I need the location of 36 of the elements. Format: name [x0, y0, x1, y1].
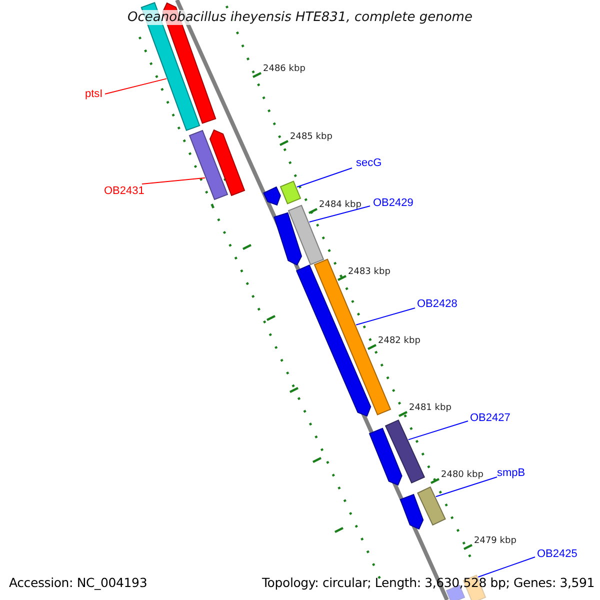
- gene-label: OB2428: [417, 298, 458, 311]
- gene-label: OB2425: [537, 548, 578, 561]
- gene-segment: [400, 494, 424, 530]
- gene-segment: [296, 264, 372, 417]
- gene-label: OB2429: [373, 197, 414, 210]
- gene-segment: [274, 212, 302, 266]
- leader-line: [296, 168, 352, 188]
- scale-label: 2486 kbp: [263, 64, 306, 75]
- scale-label: 2485 kbp: [290, 132, 332, 143]
- leader-line: [435, 476, 498, 498]
- gene-label: secG: [356, 157, 382, 170]
- leader-line: [142, 177, 206, 184]
- scale-label: 2483 kbp: [348, 267, 390, 278]
- leader-line: [356, 308, 416, 326]
- gene-segment: [384, 419, 426, 484]
- gene-segment: [417, 486, 446, 526]
- scale-label: 2484 kbp: [319, 200, 362, 211]
- gene-segment: [368, 428, 402, 486]
- scale-label: 2479 kbp: [474, 536, 516, 547]
- scale-label: 2480 kbp: [441, 470, 484, 481]
- gene-label: ptsI: [85, 88, 103, 101]
- info-text: Accession: NC_004193: [9, 575, 148, 590]
- leader-line: [104, 78, 167, 94]
- leader-line: [478, 556, 536, 578]
- scale-label: 2481 kbp: [409, 403, 452, 414]
- gene-segment: [209, 129, 246, 196]
- scale-label: 2482 kbp: [378, 336, 420, 347]
- gene-label: OB2431: [104, 185, 144, 198]
- leader-line: [408, 420, 468, 440]
- gene-segment: [263, 186, 281, 206]
- gene-label: OB2427: [470, 412, 510, 425]
- info-text: Topology: circular; Length: 3,630,528 bp; Genes: 3,591: [262, 575, 595, 590]
- leader-line: [308, 206, 370, 222]
- gene-label: smpB: [497, 467, 526, 480]
- gene-segment: [188, 130, 228, 200]
- gene-segment: [280, 180, 302, 204]
